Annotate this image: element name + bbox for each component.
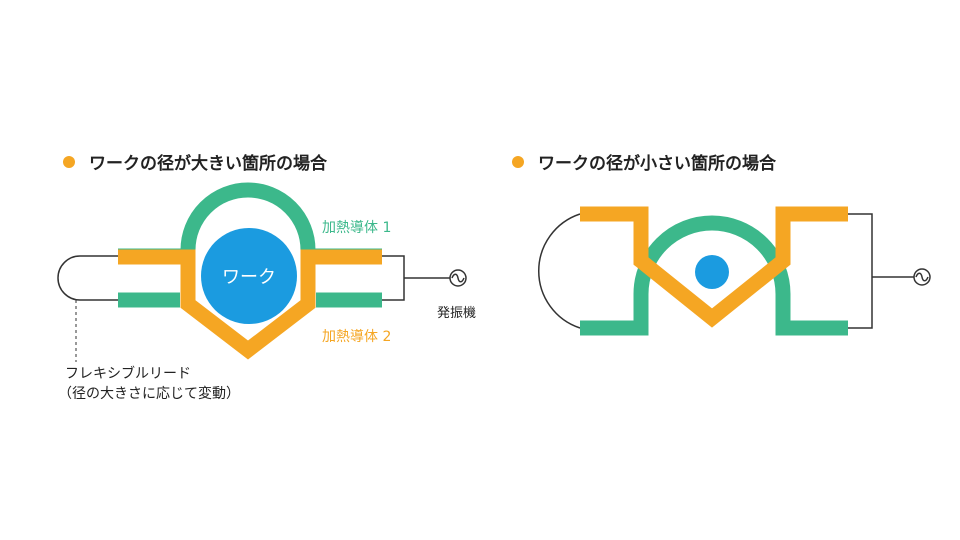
oscillator-label: 発振機 (437, 306, 476, 321)
bullet-dot-icon (63, 155, 75, 168)
workpiece-small (695, 255, 729, 289)
conductor2-label: 加熱導体 2 (322, 329, 391, 345)
oscillator-wire-right (848, 213, 873, 329)
right-diagram (537, 206, 931, 336)
left-diagram: ワーク 加熱導体 1 加熱導体 2 発振機 フレキシブルリード （径の大きさに応… (57, 182, 476, 402)
work-label: ワーク (222, 267, 276, 288)
left-panel-title-text: ワークの径が大きい箇所の場合 (89, 154, 327, 174)
lead-label-line2: （径の大きさに応じて変動） (58, 385, 240, 402)
lead-label-line1: フレキシブルリード (65, 365, 191, 382)
left-panel-title: ワークの径が大きい箇所の場合 (63, 149, 327, 174)
flexible-lead (57, 255, 118, 301)
right-panel-title: ワークの径が小さい箇所の場合 (512, 149, 776, 174)
oscillator-icon (449, 269, 467, 287)
oscillator-icon (913, 268, 931, 286)
heating-conductor-1 (118, 182, 382, 264)
right-panel-title-text: ワークの径が小さい箇所の場合 (538, 154, 776, 174)
conductor1-label: 加熱導体 1 (322, 220, 391, 236)
heating-conductor-2 (118, 249, 382, 360)
oscillator-wire (382, 255, 405, 301)
workpiece-large (201, 228, 297, 324)
bullet-dot-icon (512, 155, 524, 168)
flexible-lead-right (537, 213, 581, 329)
heating-conductor-2-right (580, 206, 848, 328)
